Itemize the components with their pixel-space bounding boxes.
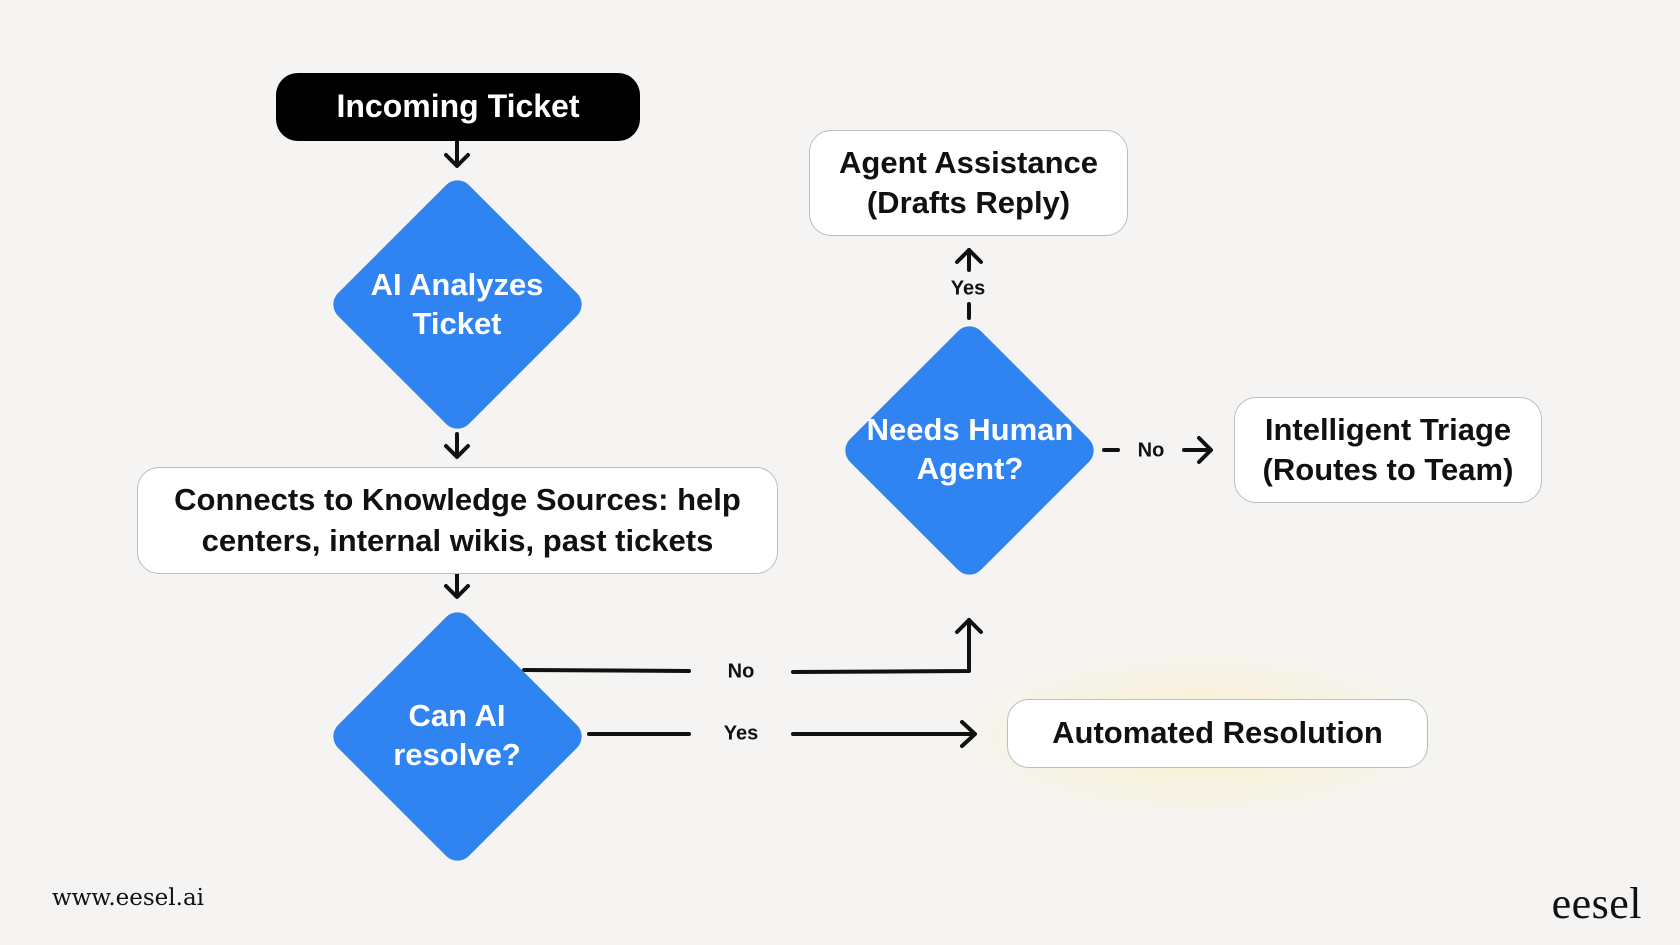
edge-label-human-yes: Yes <box>950 277 986 300</box>
node-knowledge-sources: Connects to Knowledge Sources: help cent… <box>137 467 778 574</box>
node-intelligent-triage-label: Intelligent Triage (Routes to Team) <box>1262 411 1514 487</box>
node-automated-resolution-label: Automated Resolution <box>1052 715 1383 751</box>
arrow-human-yes <box>955 248 983 320</box>
arrow-resolve-yes <box>587 720 977 748</box>
arrow-resolve-no <box>522 618 983 674</box>
footer-url: www.eesel.ai <box>52 885 205 911</box>
node-incoming-ticket: Incoming Ticket <box>276 73 640 141</box>
edge-label-human-no: No <box>1137 439 1165 462</box>
arrow-analyze-to-knowledge <box>444 432 470 459</box>
node-incoming-ticket-label: Incoming Ticket <box>336 88 580 125</box>
node-agent-assistance: Agent Assistance (Drafts Reply) <box>809 130 1128 236</box>
node-agent-assistance-label: Agent Assistance (Drafts Reply) <box>839 144 1098 220</box>
arrow-human-no <box>1102 436 1213 464</box>
arrow-knowledge-to-resolve <box>444 572 470 599</box>
node-can-ai-resolve-label: Can AI resolve? <box>393 698 521 772</box>
edge-label-resolve-no: No <box>727 660 755 683</box>
node-automated-resolution: Automated Resolution <box>1007 699 1428 768</box>
node-knowledge-sources-label: Connects to Knowledge Sources: help cent… <box>174 482 741 558</box>
node-intelligent-triage: Intelligent Triage (Routes to Team) <box>1234 397 1542 503</box>
node-ai-analyzes-label: AI Analyzes Ticket <box>370 267 544 341</box>
node-needs-human-label: Needs Human Agent? <box>866 412 1074 486</box>
edge-label-resolve-yes: Yes <box>723 722 759 745</box>
footer-logo: eesel <box>1551 879 1642 928</box>
arrow-incoming-to-analyze <box>444 139 470 168</box>
